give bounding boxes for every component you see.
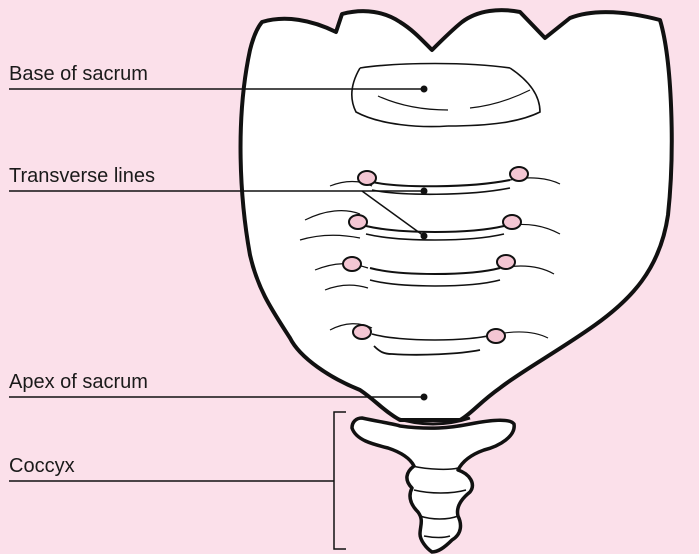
leader-dot-transverse-2 — [421, 233, 428, 240]
leader-dot-apex — [421, 394, 428, 401]
coccyx-bone — [352, 418, 514, 552]
label-transverse-lines: Transverse lines — [9, 166, 155, 186]
sacral-foramen — [358, 171, 376, 185]
label-base-of-sacrum: Base of sacrum — [9, 64, 148, 84]
leader-dot-transverse — [421, 188, 428, 195]
sacrum-bone — [241, 10, 672, 420]
sacral-foramen — [510, 167, 528, 181]
coccyx-bracket — [334, 412, 346, 549]
sacral-foramen — [343, 257, 361, 271]
label-coccyx: Coccyx — [9, 456, 75, 476]
sacral-foramen — [353, 325, 371, 339]
sacral-foramen — [497, 255, 515, 269]
leader-dot-base — [421, 86, 428, 93]
sacral-foramen — [349, 215, 367, 229]
sacral-foramen — [487, 329, 505, 343]
sacral-foramen — [503, 215, 521, 229]
label-apex-of-sacrum: Apex of sacrum — [9, 372, 148, 392]
